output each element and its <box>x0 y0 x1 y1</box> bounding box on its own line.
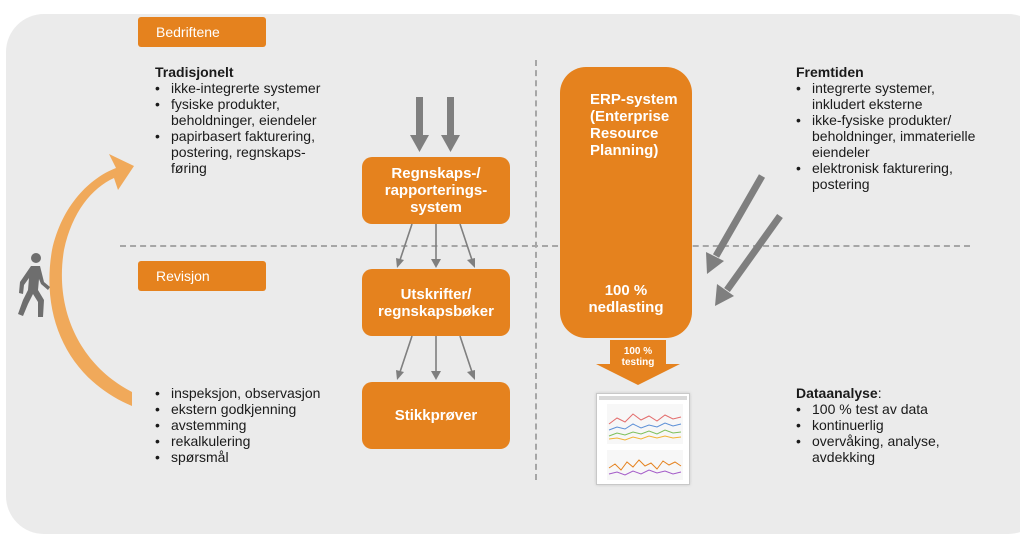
list-item: papirbasert fakturering, postering, regn… <box>155 128 339 176</box>
nedlasting-text: 100 % nedlasting <box>588 282 664 316</box>
list-item: ikke-integrerte systemer <box>155 80 365 96</box>
external-arrows <box>706 174 783 306</box>
input-arrows <box>410 97 460 152</box>
list-item: overvåking, analyse, avdekking <box>796 433 962 465</box>
fremtiden-list: integrerte systemer, inkludert eksterne … <box>796 80 1006 192</box>
fremtiden-heading: Fremtiden <box>796 64 864 80</box>
horizontal-divider <box>120 245 970 247</box>
list-item: elektronisk fakturering, postering <box>796 160 987 192</box>
list-item: ekstern godkjenning <box>155 401 365 417</box>
list-item: integrerte systemer, inkludert eksterne <box>796 80 982 112</box>
list-item: 100 % test av data <box>796 401 996 417</box>
dataanalyse-title: Dataanalyse <box>796 385 878 401</box>
thumbnail-chart-image <box>599 396 687 480</box>
diagram-arrows <box>18 97 783 406</box>
list-item: inspeksjon, observasjon <box>155 385 365 401</box>
flow-arrows-1 <box>396 223 475 268</box>
dataanalyse-list: 100 % test av data kontinuerlig overvåki… <box>796 401 996 465</box>
list-item: spørsmål <box>155 449 365 465</box>
list-item: ikke-fysiske produkter/ beholdninger, im… <box>796 112 1006 160</box>
list-item: kontinuerlig <box>796 417 996 433</box>
analysis-thumbnail <box>596 393 690 485</box>
testing-label: 100 % testing <box>621 346 655 368</box>
revisjon-list: inspeksjon, observasjon ekstern godkjenn… <box>155 385 365 465</box>
walking-person-icon <box>18 253 50 317</box>
flow-arrows-2 <box>396 335 475 380</box>
revisjon-label: Revisjon <box>138 261 266 291</box>
dataanalyse-colon: : <box>877 385 882 401</box>
testing-arrow <box>596 340 680 385</box>
curved-arrow <box>49 154 134 406</box>
stikkprover-box: Stikkprøver <box>362 382 510 449</box>
erp-label: ERP-system (Enterprise Resource Planning… <box>590 91 678 159</box>
vertical-divider <box>535 60 537 480</box>
dataanalyse-heading: Dataanalyse: <box>796 385 882 401</box>
utskrifter-box: Utskrifter/ regnskapsbøker <box>362 269 510 336</box>
nedlasting-label: 100 % nedlasting <box>560 282 692 316</box>
list-item: rekalkulering <box>155 433 365 449</box>
tradisjonelt-list: ikke-integrerte systemer fysiske produkt… <box>155 80 365 176</box>
list-item: avstemming <box>155 417 365 433</box>
erp-box: ERP-system (Enterprise Resource Planning… <box>560 67 692 338</box>
list-item: fysiske produkter, beholdninger, eiendel… <box>155 96 321 128</box>
bedriftene-label: Bedriftene <box>138 17 266 47</box>
tradisjonelt-heading: Tradisjonelt <box>155 64 234 80</box>
regnskap-box: Regnskaps-/ rapporterings-system <box>362 157 510 224</box>
